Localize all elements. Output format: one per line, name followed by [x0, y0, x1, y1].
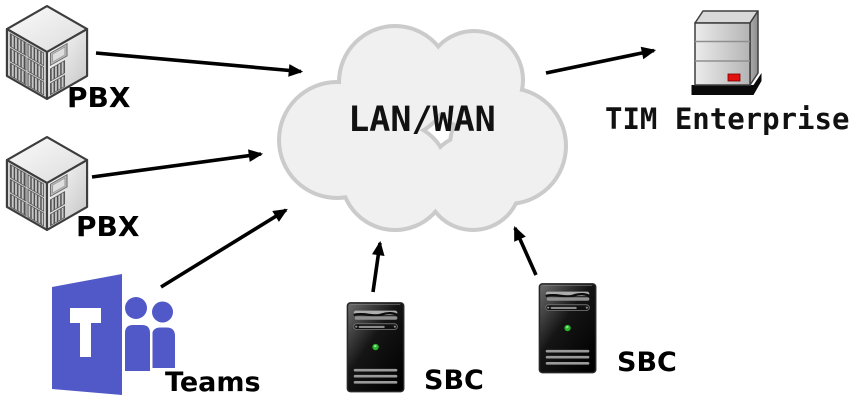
tim-enterprise-label: TIM Enterprise: [605, 102, 850, 136]
teams-label: Teams: [165, 367, 261, 398]
pbx2-label: PBX: [76, 210, 140, 243]
microsoft-teams-icon: [52, 274, 175, 395]
red-led: [727, 73, 741, 82]
cloud-label: LAN/WAN: [348, 100, 496, 140]
dark-tower-server-icon: [344, 300, 410, 395]
sbc1-label: SBC: [424, 365, 484, 396]
dark-tower-server-icon: [536, 281, 602, 376]
sbc2-label: SBC: [617, 347, 677, 378]
lan-wan-cloud: [277, 24, 568, 232]
arrow-pbx1-to-cloud: [95, 51, 304, 77]
arrow-sbc1-to-cloud: [371, 240, 385, 293]
pbx1-label: PBX: [67, 81, 131, 114]
light-tower-server-icon: [691, 10, 762, 95]
arrow-teams-to-cloud: [160, 208, 288, 289]
arrow-pbx2-to-cloud: [91, 149, 264, 179]
